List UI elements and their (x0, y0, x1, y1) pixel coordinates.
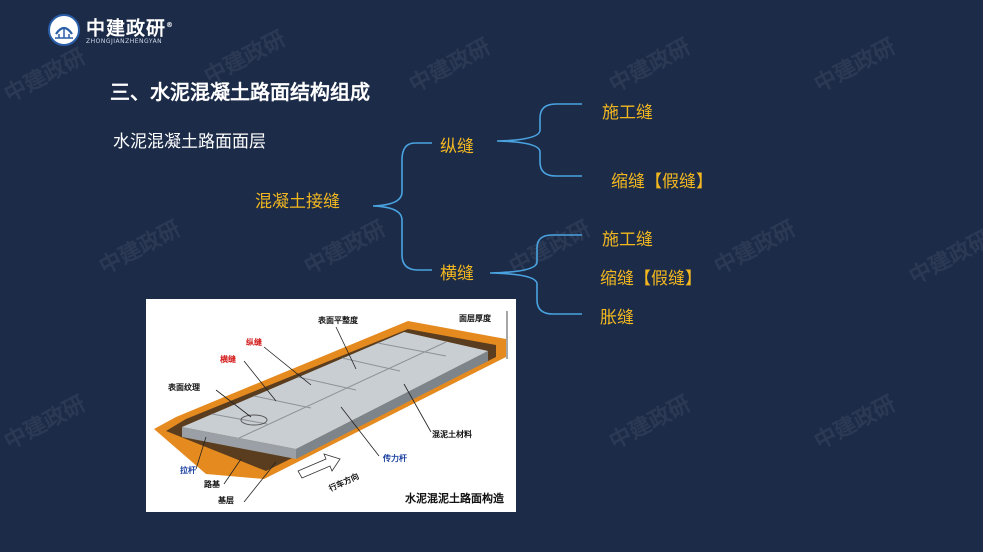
pavement-illustration (154, 311, 508, 503)
label-subgrade: 路基 (204, 480, 220, 489)
trans-bracket (489, 234, 582, 315)
label-surface-flatness: 表面平整度 (318, 316, 358, 325)
figure-caption: 水泥混泥土路面构造 (405, 492, 504, 505)
trans-joint-label: 横缝 (440, 264, 474, 284)
pavement-diagram: 表面平整度 面层厚度 纵缝 横缝 表面纹理 拉杆 路基 基层 混泥土材料 传力杆… (146, 299, 516, 512)
long-bracket (496, 103, 582, 177)
label-surface-texture: 表面纹理 (168, 383, 200, 392)
trans-child-3: 胀缝 (600, 308, 634, 328)
long-child-2: 缩缝【假缝】 (611, 172, 713, 192)
label-long-joint: 纵缝 (246, 338, 262, 347)
subtitle: 水泥混凝土路面面层 (113, 132, 266, 152)
long-joint-label: 纵缝 (440, 137, 474, 157)
label-base: 基层 (218, 496, 234, 505)
logo-name: 中建政研 (86, 17, 167, 40)
label-layer-thickness: 面层厚度 (459, 314, 491, 323)
logo-english: ZHONGJIANZHENGYAN (86, 38, 163, 46)
label-concrete-material: 混泥土材料 (432, 430, 472, 439)
page-title: 三、水泥混凝土路面结构组成 (110, 80, 370, 104)
registered-mark: ® (166, 20, 175, 29)
logo: 中建政研® ZHONGJIANZHENGYAN (48, 14, 174, 46)
label-trans-joint: 横缝 (220, 355, 236, 364)
logo-emblem-icon (48, 14, 80, 46)
main-bracket (372, 142, 432, 271)
long-child-1: 施工缝 (602, 103, 653, 123)
trans-child-1: 施工缝 (602, 230, 653, 250)
root-label: 混凝土接缝 (255, 192, 340, 212)
label-dowel-bar: 传力杆 (383, 454, 407, 463)
trans-child-2: 缩缝【假缝】 (600, 269, 702, 289)
label-tie-bar: 拉杆 (180, 466, 196, 475)
